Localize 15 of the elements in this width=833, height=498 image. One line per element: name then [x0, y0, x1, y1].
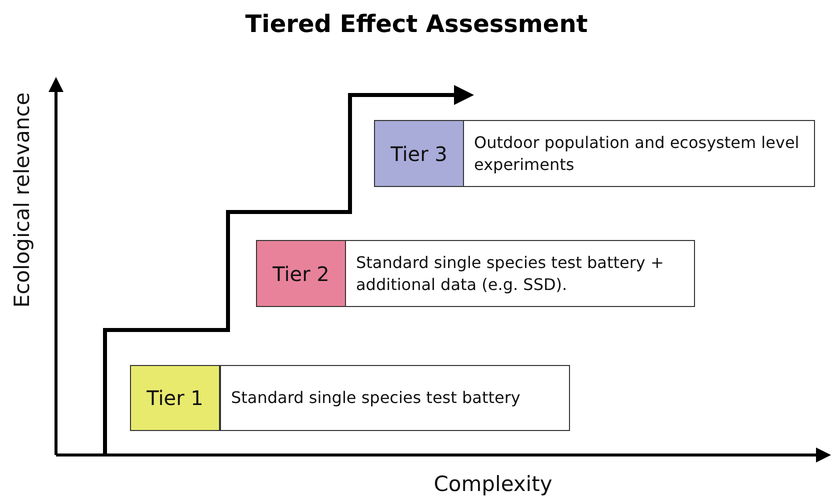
tier-name: Tier 3	[390, 142, 448, 164]
tier-label	[256, 240, 346, 307]
tier-label	[374, 120, 464, 187]
description-box	[220, 365, 570, 431]
description-box	[345, 240, 695, 307]
axis-title: Ecological relevance	[10, 92, 34, 308]
description-text: Outdoor population and ecosystem level experiments	[474, 132, 800, 176]
description-box	[463, 120, 815, 187]
tier-label	[130, 365, 220, 431]
description-text: Standard single species test battery + additional data (e.g. SSD).	[356, 252, 665, 296]
description-text: Standard single species test battery	[231, 387, 520, 409]
title: Tiered Effect Assessment	[244, 10, 589, 38]
axis-title: Complexity	[434, 472, 552, 496]
tier-name: Tier 1	[146, 387, 204, 409]
tier-name: Tier 2	[272, 262, 330, 284]
